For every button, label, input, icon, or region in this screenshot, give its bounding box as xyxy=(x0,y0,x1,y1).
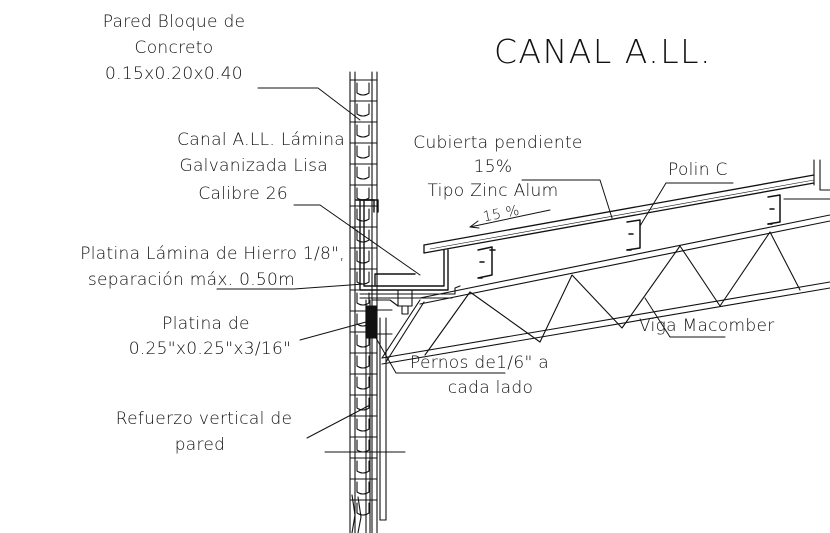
roof-end xyxy=(783,159,830,200)
label-pared-2: Concreto xyxy=(134,38,214,58)
block-cells xyxy=(356,82,370,516)
block-cell xyxy=(356,229,370,243)
label-canal-2: Galvanizada Lisa xyxy=(179,156,328,176)
label-polin-c: Polin C xyxy=(668,160,728,180)
roof-sheet xyxy=(423,174,815,254)
block-cell xyxy=(356,334,370,348)
block-cell xyxy=(356,481,370,495)
label-viga-macomber: Viga Macomber xyxy=(639,316,775,336)
block-cell xyxy=(356,418,370,432)
block-cell xyxy=(356,103,370,117)
label-pared-1: Pared Bloque de xyxy=(102,12,246,32)
purlin-c-2 xyxy=(626,219,641,251)
label-refuerzo-2: pared xyxy=(174,435,226,455)
purlin-c-3 xyxy=(767,194,781,225)
label-pernos-2: cada lado xyxy=(447,378,534,398)
block-cell xyxy=(356,292,370,306)
label-platina-hierro-1: Platina Lámina de Hierro 1/8", xyxy=(80,244,345,264)
gutter-canal xyxy=(355,199,449,291)
bearing-plate xyxy=(365,305,393,339)
block-cell xyxy=(356,124,370,138)
purlin-c-1 xyxy=(477,246,496,279)
block-cell xyxy=(356,439,370,453)
block-cell xyxy=(356,502,370,516)
label-platina-hierro-2: separación máx. 0.50m xyxy=(87,270,295,290)
label-refuerzo-1: Refuerzo vertical de xyxy=(115,409,293,429)
block-cell xyxy=(356,376,370,390)
block-cell xyxy=(356,355,370,369)
block-cell xyxy=(356,397,370,411)
label-cubierta-3: Tipo Zinc Alum xyxy=(427,181,559,201)
label-cubierta-2: 15% xyxy=(473,157,513,177)
label-pernos-1: Pernos de1/6" a xyxy=(410,353,549,373)
macomber-joist xyxy=(381,214,830,365)
block-cell xyxy=(356,187,370,201)
label-canal-3: Calibre 26 xyxy=(198,184,288,204)
label-cubierta-1: Cubierta pendiente xyxy=(413,133,583,153)
label-canal-1: Canal A.LL. Lámina xyxy=(177,130,345,150)
block-cell xyxy=(356,271,370,285)
gutter-drain xyxy=(371,289,413,315)
drawing-title: CANAL A.LL. xyxy=(494,32,712,71)
block-cell xyxy=(356,166,370,180)
label-platina-2: 0.25"x0.25"x3/16" xyxy=(128,339,292,359)
label-pared-3: 0.15x0.20x0.40 xyxy=(105,64,243,84)
break-marks xyxy=(351,494,362,533)
iron-plate xyxy=(359,285,461,299)
block-wall xyxy=(349,71,378,533)
block-cell xyxy=(356,250,370,264)
block-cell xyxy=(356,208,370,222)
block-cell xyxy=(356,82,370,96)
label-platina-1: Platina de xyxy=(162,314,250,334)
block-cell xyxy=(356,145,370,159)
block-cell xyxy=(356,460,370,474)
leader-lines xyxy=(216,87,734,439)
